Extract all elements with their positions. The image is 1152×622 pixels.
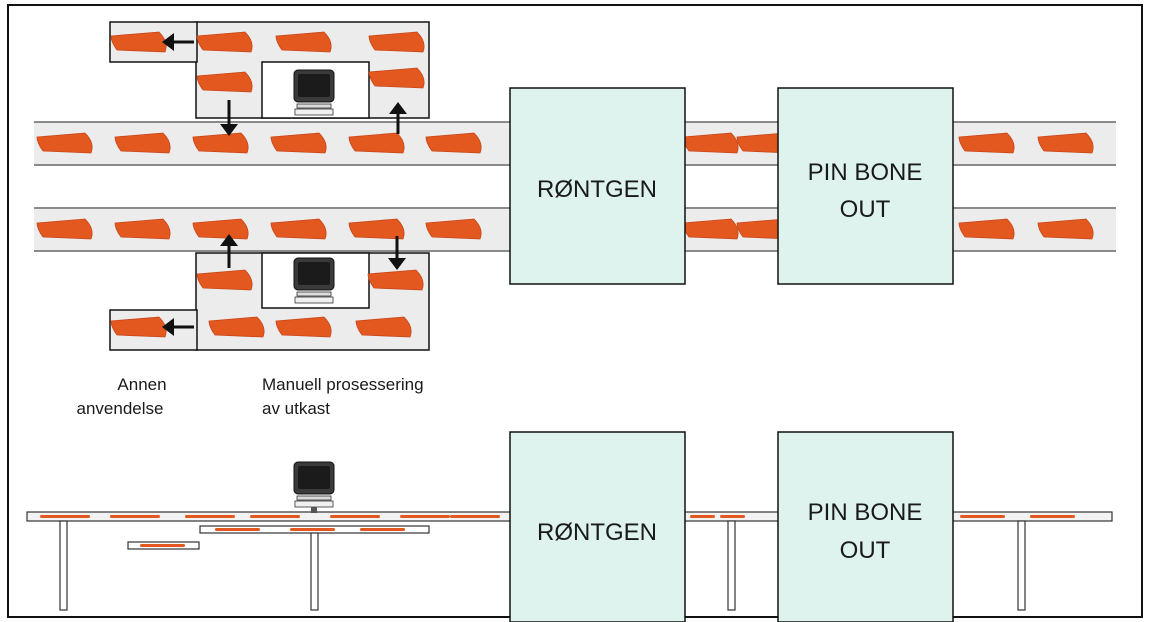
fillet-slice: [690, 515, 715, 518]
pinbone-station-top: [777, 87, 954, 285]
fillet-slice: [40, 515, 90, 518]
fillet-icon: [958, 132, 1015, 154]
fillet-icon: [355, 316, 412, 338]
pinbone-label-bottom-line1: PIN BONE: [808, 499, 923, 526]
fillet-icon: [1037, 218, 1094, 240]
fillet-icon: [110, 316, 167, 338]
fillet-icon: [682, 132, 739, 154]
fillet-icon: [196, 71, 253, 93]
fillet-icon: [110, 31, 167, 53]
arrow-up-icon: [389, 102, 407, 134]
fillet-icon: [1037, 132, 1094, 154]
fillets: [36, 31, 1094, 338]
arrow-down-icon: [388, 236, 406, 270]
arrow-left-icon: [162, 33, 194, 51]
fillet-slice: [110, 515, 160, 518]
fillet-icon: [367, 269, 424, 291]
xray-station-bottom: [509, 431, 686, 622]
computers: [293, 69, 335, 508]
fillet-icon: [208, 316, 265, 338]
fillet-slice: [330, 515, 380, 518]
fillet-icon: [275, 316, 332, 338]
fillet-icon: [425, 132, 482, 154]
fillet-icon: [368, 67, 425, 89]
fillet-icon: [114, 218, 171, 240]
fillet-icon: [425, 218, 482, 240]
computer-icon: [293, 461, 335, 508]
caption-other-use-line2: anvendelse: [77, 399, 164, 418]
xray-label-bottom: RØNTGEN: [537, 519, 657, 546]
fillet-icon: [275, 31, 332, 53]
fillet-slice: [1030, 515, 1075, 518]
xray-station-top: [509, 87, 686, 285]
pinbone-station-bottom: [777, 431, 954, 622]
fillet-slice: [360, 528, 405, 531]
fillet-slice: [185, 515, 235, 518]
fillet-slice: [290, 528, 335, 531]
fillet-icon: [348, 218, 405, 240]
fillet-icon: [348, 132, 405, 154]
fillet-icon: [270, 218, 327, 240]
arrow-up-icon: [220, 234, 238, 268]
side-fillets: [40, 515, 1075, 547]
fillet-icon: [270, 132, 327, 154]
caption-manual-line1: Manuell prosessering: [262, 375, 424, 394]
fillet-icon: [196, 269, 253, 291]
fillet-icon: [114, 132, 171, 154]
fillet-slice: [215, 528, 260, 531]
fillet-icon: [36, 132, 93, 154]
caption-other-use-line1: Annen: [117, 375, 166, 394]
fillet-slice: [450, 515, 500, 518]
pinbone-label-top-line1: PIN BONE: [808, 159, 923, 186]
fillet-icon: [682, 218, 739, 240]
caption-manual-line2: av utkast: [262, 399, 330, 418]
fillet-icon: [368, 31, 425, 53]
fillet-icon: [36, 218, 93, 240]
pinbone-label-top-line2: OUT: [840, 196, 891, 223]
computer-icon: [293, 257, 335, 304]
fillet-slice: [720, 515, 745, 518]
arrow-down-icon: [220, 100, 238, 136]
pinbone-label-bottom-line2: OUT: [840, 537, 891, 564]
fillet-slice: [250, 515, 300, 518]
fillet-icon: [958, 218, 1015, 240]
xray-label-top: RØNTGEN: [537, 176, 657, 203]
arrow-left-icon: [162, 318, 194, 336]
computer-icon: [293, 69, 335, 116]
conveyor-legs: [59, 507, 1026, 611]
fillet-slice: [400, 515, 450, 518]
fillet-icon: [192, 218, 249, 240]
fillet-slice: [960, 515, 1005, 518]
fillet-slice: [140, 544, 185, 547]
fillet-icon: [196, 31, 253, 53]
fillet-icon: [192, 132, 249, 154]
